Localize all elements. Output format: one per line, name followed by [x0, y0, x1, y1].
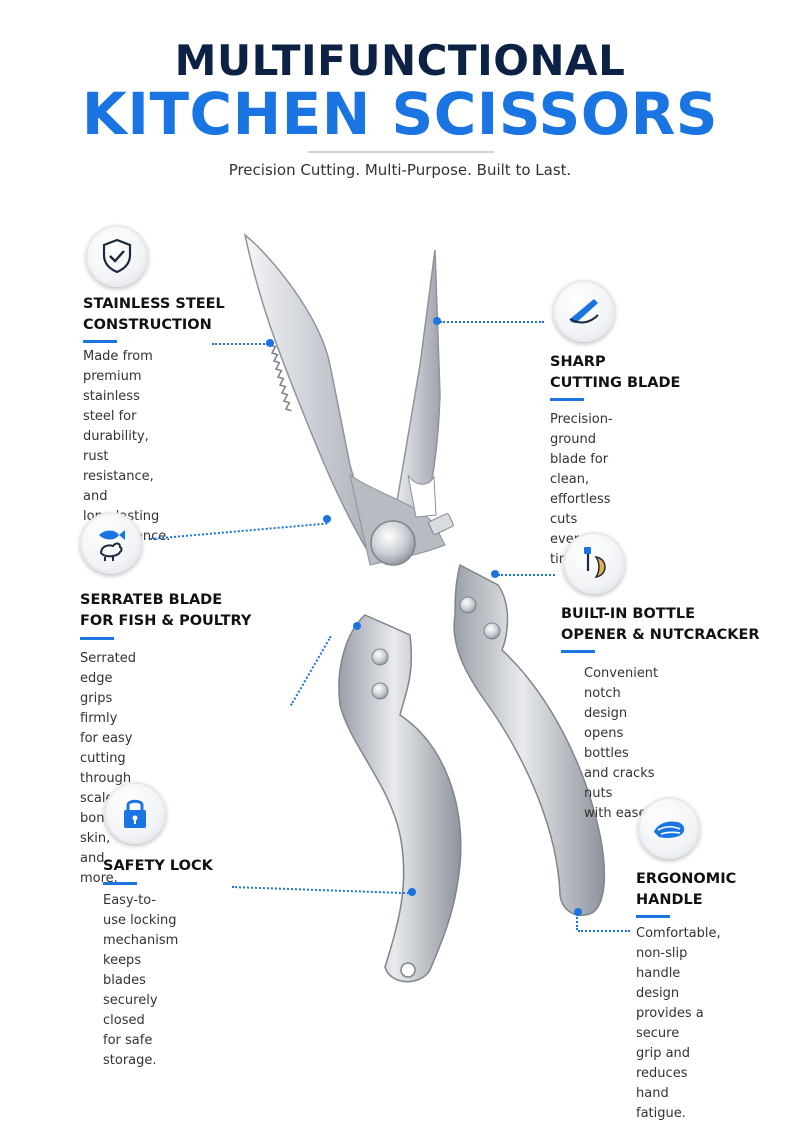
- feature-title: SAFETY LOCK: [103, 858, 213, 874]
- feature-title: STAINLESS STEEL: [83, 296, 225, 312]
- feature-title: ERGONOMIC: [636, 871, 737, 887]
- leader-dot: [353, 622, 361, 630]
- title-line-1: MULTIFUNCTIONAL: [174, 36, 626, 85]
- feature-title: OPENER & NUTCRACKER: [561, 627, 760, 643]
- feature-title: BUILT-IN BOTTLE: [561, 606, 696, 622]
- leader-dot: [574, 908, 582, 916]
- feature-title: CONSTRUCTION: [83, 317, 212, 333]
- subtitle: Precision Cutting. Multi-Purpose. Built …: [228, 161, 572, 179]
- rivet: [371, 682, 389, 700]
- pivot-screw: [370, 520, 416, 566]
- feature-description: Comfortable, non-slip handle design prov…: [636, 926, 721, 1121]
- leader-line: [212, 343, 268, 345]
- bottle-opener-notch: [407, 474, 437, 518]
- leader-line: [498, 574, 555, 576]
- right-handle: [453, 563, 606, 916]
- leader-line: [576, 914, 578, 930]
- accent-bar: [103, 882, 137, 885]
- accent-bar: [550, 398, 584, 401]
- shield-check-icon: [86, 225, 148, 287]
- feature-description: Easy-to-use locking mechanism keeps blad…: [103, 893, 179, 1068]
- title-divider: [308, 151, 494, 153]
- accent-bar: [80, 637, 114, 640]
- feature-description: Serrated edge grips firmly for easy cutt…: [80, 651, 137, 886]
- rivet: [459, 596, 477, 614]
- feature-title: CUTTING BLADE: [550, 375, 681, 391]
- accent-bar: [83, 340, 117, 343]
- rivet: [371, 648, 389, 666]
- fish-poultry-icon: [80, 512, 142, 574]
- safety-lock: [428, 513, 454, 535]
- hand-grip-icon: [638, 797, 700, 859]
- knife-icon: [553, 280, 615, 342]
- feature-title: HANDLE: [636, 892, 703, 908]
- leader-dot: [266, 339, 274, 347]
- accent-bar: [636, 915, 670, 918]
- leader-dot: [408, 888, 416, 896]
- feature-title: SHARP: [550, 354, 606, 370]
- title-line-2: KITCHEN SCISSORS: [81, 80, 719, 148]
- feature-title: FOR FISH & POULTRY: [80, 613, 252, 629]
- padlock-icon: [104, 782, 166, 844]
- leader-line: [578, 930, 630, 932]
- kitchen-scissors-illustration: [243, 233, 606, 983]
- feature-description: Convenient notch design opens bottles an…: [584, 666, 659, 821]
- leader-line: [440, 321, 544, 323]
- feature-title: SERRATEB BLADE: [80, 592, 223, 608]
- leader-dot: [433, 317, 441, 325]
- bottle-opener-icon: [563, 532, 625, 594]
- serrated-edge: [269, 344, 292, 412]
- leader-dot: [491, 570, 499, 578]
- feature-description: Precision-ground blade for clean, effort…: [550, 412, 613, 567]
- accent-bar: [561, 650, 595, 653]
- rivet: [483, 622, 501, 640]
- leader-dot: [323, 515, 331, 523]
- handle-hole: [400, 962, 416, 978]
- left-handle: [338, 614, 462, 983]
